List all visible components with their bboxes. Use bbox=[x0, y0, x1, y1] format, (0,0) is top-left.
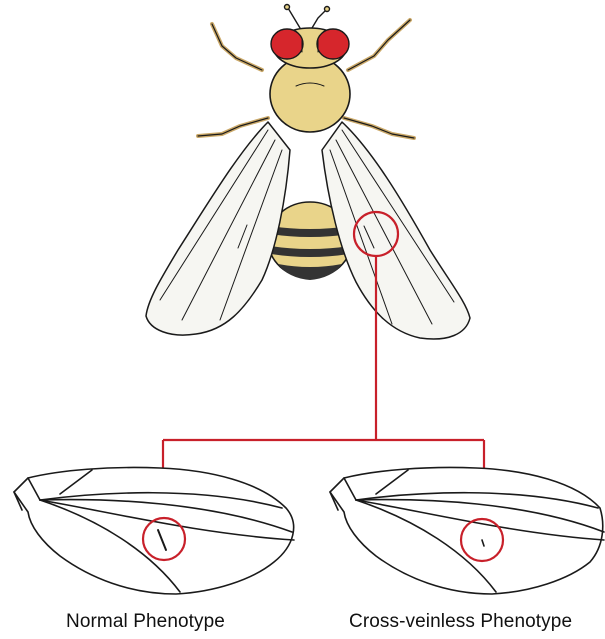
right-eye bbox=[317, 29, 349, 59]
fruit-fly-illustration bbox=[146, 5, 470, 340]
cross-veinless-phenotype-wing bbox=[330, 467, 604, 594]
fly-antennae bbox=[285, 5, 330, 29]
normal-phenotype-caption: Normal Phenotype bbox=[66, 611, 225, 633]
fly-left-wing bbox=[146, 122, 290, 335]
left-eye bbox=[271, 29, 303, 59]
normal-phenotype-wing bbox=[14, 467, 294, 594]
fly-head bbox=[271, 28, 349, 68]
fly-right-wing bbox=[322, 122, 470, 339]
cross-veinless-phenotype-caption: Cross-veinless Phenotype bbox=[349, 611, 572, 633]
